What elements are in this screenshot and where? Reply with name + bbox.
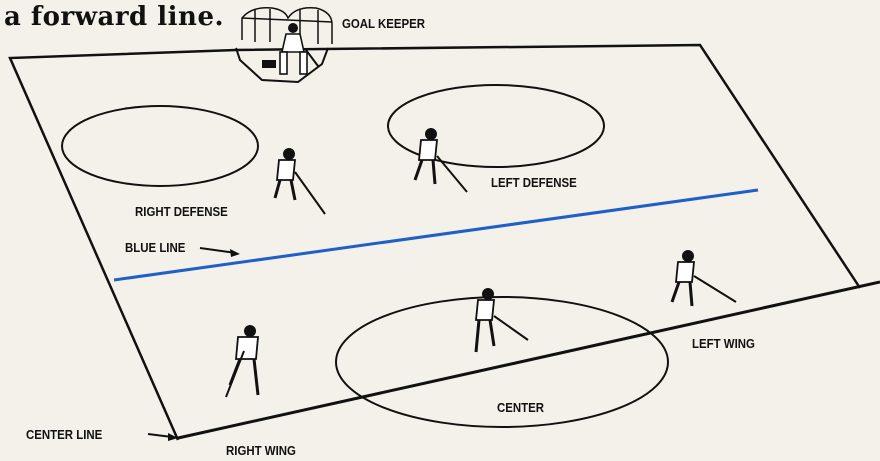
label-left-wing: LEFT WING: [692, 336, 755, 351]
label-center: CENTER: [497, 400, 544, 415]
blue-line-arrow: [200, 248, 240, 257]
center-line-arrow: [148, 433, 178, 441]
label-center-line: CENTER LINE: [26, 427, 102, 442]
label-left-defense: LEFT DEFENSE: [491, 175, 577, 190]
player-right-defense: [275, 148, 325, 214]
faceoff-circle-right: [62, 106, 258, 186]
label-goal-keeper: GOAL KEEPER: [342, 16, 425, 31]
label-blue-line: BLUE LINE: [125, 240, 185, 255]
player-left-defense: [415, 128, 467, 192]
player-left-wing: [672, 250, 736, 306]
label-right-defense: RIGHT DEFENSE: [135, 204, 228, 219]
player-right-wing: [226, 325, 258, 397]
label-right-wing: RIGHT WING: [226, 443, 296, 458]
